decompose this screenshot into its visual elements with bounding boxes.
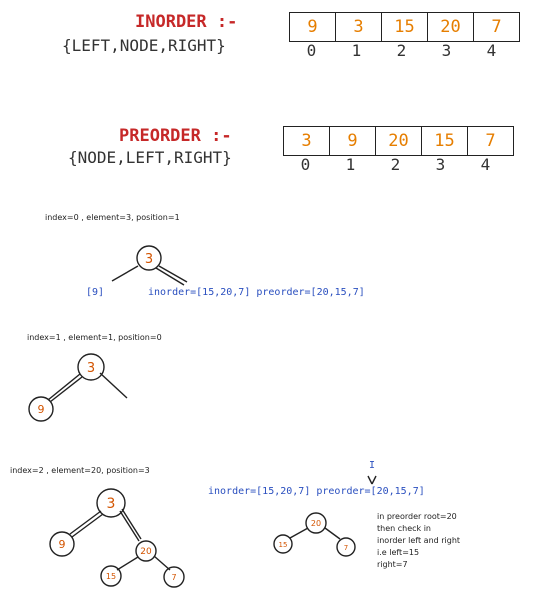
index-label: 3 (441, 41, 452, 60)
tree-edge (119, 510, 140, 542)
tree-node (273, 534, 293, 554)
inorder-cell: 9 (290, 13, 336, 41)
node-label: 15 (106, 572, 116, 581)
index-label: 1 (351, 41, 362, 60)
inorder-cell: 20 (428, 13, 474, 41)
tree-node (136, 245, 162, 271)
tree-edge (121, 508, 142, 540)
index-label: 1 (345, 155, 356, 174)
step1-left-list: [9] (86, 287, 105, 298)
node-label: 7 (171, 573, 176, 582)
explanation-line: then check in (377, 524, 431, 533)
preorder-cell: 15 (422, 127, 468, 155)
tree-edge (116, 556, 139, 571)
tree-node (49, 531, 75, 557)
preorder-cell: 9 (330, 127, 376, 155)
inorder-cell: 3 (336, 13, 382, 41)
tree-edge (153, 555, 171, 571)
step3-caption: index=2 , element=20, position=3 (10, 466, 150, 475)
node-label: 3 (107, 496, 116, 512)
index-label: 3 (435, 155, 446, 174)
index-label: 2 (396, 41, 407, 60)
node-label: 9 (59, 538, 66, 551)
preorder-title: PREORDER :- (119, 126, 232, 146)
tree-edge (158, 265, 188, 283)
tree-node (336, 537, 356, 557)
marker-arrow (367, 475, 373, 485)
preorder-cell: 7 (485, 131, 496, 151)
tree-edge (71, 513, 104, 538)
preorder-array: 3 9 20 15 7 (283, 126, 514, 156)
tree-edge (155, 267, 185, 286)
explanation-line: right=7 (377, 560, 408, 569)
tree-node (135, 540, 157, 562)
preorder-subtitle: {NODE,LEFT,RIGHT} (68, 148, 232, 167)
index-label: 2 (390, 155, 401, 174)
tree-edge (99, 372, 128, 399)
tree-edge (69, 510, 102, 535)
step1-right-lists: inorder=[15,20,7] preorder=[20,15,7] (148, 287, 365, 298)
inorder-cell: 15 (382, 13, 428, 41)
preorder-cell: 3 (284, 127, 330, 155)
index-label: 4 (486, 41, 497, 60)
tree-node (163, 566, 185, 588)
index-label: 0 (306, 41, 317, 60)
tree-edge (324, 527, 341, 540)
inorder-indices: 0 1 2 3 4 (289, 41, 514, 60)
step3-explanation: in preorder root=20 then check in inorde… (377, 511, 460, 571)
inorder-title: INORDER :- (135, 12, 238, 32)
preorder-indices: 0 1 2 3 4 (283, 155, 508, 174)
tree-edge (289, 527, 309, 539)
inorder-array: 9 3 15 20 7 (289, 12, 520, 42)
index-label: 4 (480, 155, 491, 174)
node-label: 9 (38, 403, 45, 416)
node-label: 3 (87, 361, 95, 376)
tree-node (28, 396, 54, 422)
step3-marker: I (369, 460, 376, 471)
inorder-cell: 7 (491, 17, 502, 37)
node-label: 20 (311, 519, 321, 528)
tree-edge (49, 376, 83, 403)
index-label: 0 (300, 155, 311, 174)
tree-node (305, 512, 327, 534)
node-label: 20 (140, 547, 152, 557)
tree-node (100, 565, 122, 587)
tree-edge (111, 265, 139, 282)
explanation-line: inorder left and right (377, 536, 461, 545)
tree-node (96, 488, 126, 518)
marker-arrow (371, 475, 377, 485)
inorder-subtitle: {LEFT,NODE,RIGHT} (62, 36, 226, 55)
tree-node (77, 353, 105, 381)
preorder-cell: 20 (376, 127, 422, 155)
node-label: 7 (344, 544, 348, 552)
step1-caption: index=0 , element=3, position=1 (45, 213, 180, 222)
explanation-line: in preorder root=20 (377, 512, 457, 521)
tree-edge (47, 373, 81, 401)
node-label: 15 (279, 541, 288, 549)
step3-lists: inorder=[15,20,7] preorder=[20,15,7] (208, 486, 425, 497)
node-label: 3 (145, 252, 153, 267)
step2-caption: index=1 , element=1, position=0 (27, 333, 162, 342)
explanation-line: i.e left=15 (377, 548, 420, 557)
